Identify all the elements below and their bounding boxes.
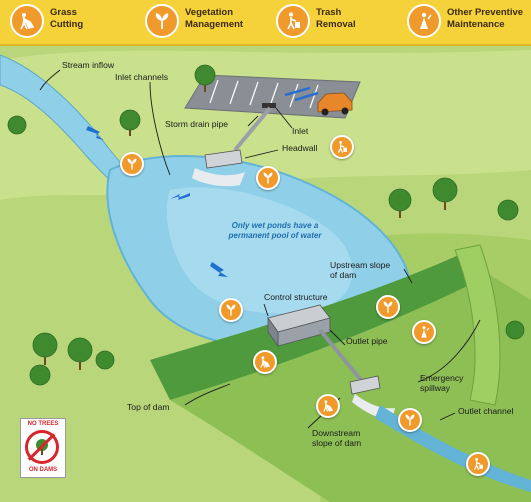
vegetation-management-icon — [219, 298, 243, 322]
trash-removal-icon — [276, 4, 310, 38]
label-outlet-channel: Outlet channel — [458, 406, 514, 416]
outlet-headwall — [349, 375, 381, 395]
pond-highlight — [166, 187, 353, 314]
other-maintenance-icon — [407, 4, 441, 38]
parking-lines — [209, 79, 319, 109]
inlet-riprap — [192, 168, 245, 187]
no-trees-sign: NO TREES ON DAMS — [20, 418, 66, 478]
legend-label: Trash Removal — [316, 7, 356, 30]
label-inlet: Inlet — [292, 126, 309, 136]
legend-bar: Grass Cutting Vegetation Management Tras… — [0, 0, 531, 46]
vegetation-management-icon — [256, 166, 280, 190]
trash-removal-icon — [466, 452, 490, 476]
vegetation-management-icon — [120, 152, 144, 176]
parking-lot — [184, 74, 361, 119]
vegetation-management-icon — [376, 295, 400, 319]
headwall — [204, 149, 243, 169]
label-inlet-channels: Inlet channels — [115, 72, 169, 82]
control-structure — [267, 304, 331, 348]
vegetation-management-icon — [398, 408, 422, 432]
car — [317, 92, 353, 116]
trees — [7, 64, 525, 386]
outlet-pipe — [318, 328, 367, 387]
grass-cutting-icon — [10, 4, 44, 38]
label-emergency-spillway: Emergency spillway — [420, 373, 464, 393]
other-maintenance-icon — [412, 320, 436, 344]
label-outlet-pipe: Outlet pipe — [346, 336, 388, 346]
legend-label: Other Preventive Maintenance — [447, 7, 524, 30]
inlet-grate — [262, 103, 276, 108]
label-control-structure: Control structure — [264, 292, 328, 302]
prohibition-ring-icon — [25, 430, 59, 464]
on-dams-text: ON DAMS — [28, 467, 58, 473]
lot-flow-arrows — [284, 86, 319, 102]
legend-label: Grass Cutting — [50, 7, 84, 30]
vegetation-management-icon — [145, 4, 179, 38]
label-storm-drain-pipe: Storm drain pipe — [165, 119, 229, 129]
label-upstream-slope: Upstream slope of dam — [330, 260, 391, 280]
grass-cutting-icon — [316, 394, 340, 418]
label-downstream-slope: Downstream slope of dam — [312, 428, 362, 448]
label-headwall: Headwall — [282, 143, 318, 153]
trash-removal-icon — [330, 135, 354, 159]
grass-cutting-icon — [253, 350, 277, 374]
label-stream-inflow: Stream inflow — [62, 60, 115, 70]
legend-label: Vegetation Management — [185, 7, 244, 30]
no-trees-text: NO TREES — [27, 421, 59, 427]
label-top-of-dam: Top of dam — [127, 402, 170, 412]
storm-drain-pipe — [233, 106, 272, 152]
wet-pond-note: Only wet ponds have a permanent pool of … — [228, 221, 322, 240]
